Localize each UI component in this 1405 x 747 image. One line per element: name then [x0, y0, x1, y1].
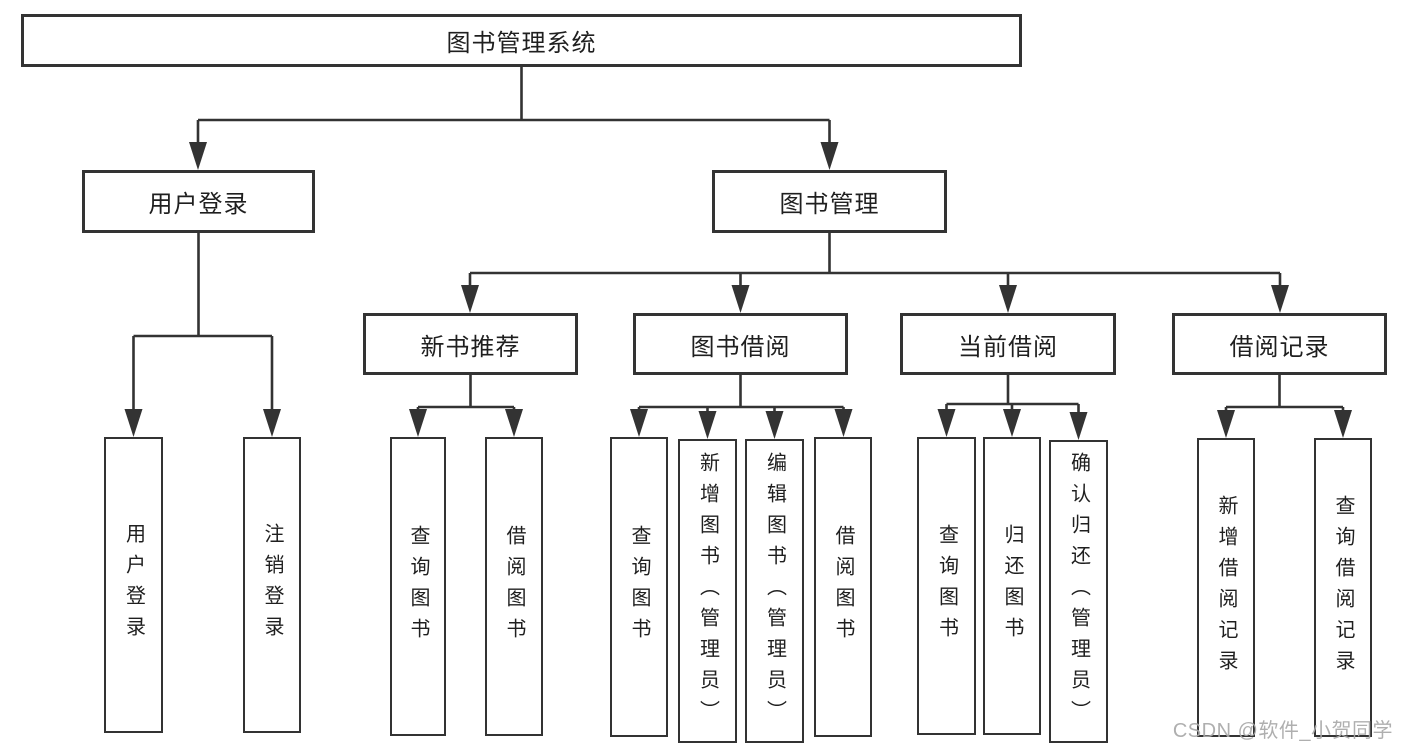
- leaf-borrow-books-2-label: 借阅图书: [832, 525, 854, 649]
- node-user-login: 用户登录: [82, 170, 315, 233]
- arrow-icon: [1003, 409, 1021, 437]
- arrow-icon: [731, 285, 750, 313]
- arrow-icon: [189, 142, 207, 170]
- node-book-management-label: 图书管理: [779, 191, 880, 218]
- leaf-logout-label: 注销登录: [261, 523, 283, 647]
- leaf-query-books-3-label: 查询图书: [935, 524, 958, 648]
- node-current-borrow-label: 当前借阅: [958, 333, 1058, 361]
- node-current-borrow: 当前借阅: [900, 313, 1116, 375]
- leaf-query-borrow-record: 查询借阅记录: [1314, 438, 1372, 737]
- arrow-icon: [409, 409, 427, 437]
- leaf-confirm-return-admin-label: 确认归还（管理员）: [1067, 452, 1090, 731]
- leaf-query-books-1: 查询图书: [390, 437, 446, 736]
- node-root-label: 图书管理系统: [446, 30, 597, 57]
- arrow-icon: [124, 409, 143, 437]
- arrow-icon: [820, 142, 839, 170]
- leaf-borrow-books-1: 借阅图书: [485, 437, 543, 736]
- leaf-query-borrow-record-label: 查询借阅记录: [1332, 494, 1354, 681]
- node-book-management: 图书管理: [712, 170, 947, 233]
- leaf-return-books: 归还图书: [983, 437, 1041, 735]
- node-borrow-records: 借阅记录: [1172, 313, 1387, 375]
- node-book-borrow: 图书借阅: [633, 313, 848, 375]
- connector-paths: [132, 67, 1345, 415]
- leaf-edit-books-admin-label: 编辑图书（管理员）: [763, 451, 786, 731]
- arrow-icon: [1217, 410, 1235, 438]
- leaf-edit-books-admin: 编辑图书（管理员）: [745, 439, 804, 743]
- leaf-user-login: 用户登录: [104, 437, 163, 733]
- leaf-add-borrow-record-label: 新增借阅记录: [1215, 494, 1237, 681]
- node-user-login-label: 用户登录: [148, 191, 249, 218]
- arrow-icon: [937, 409, 956, 437]
- leaf-borrow-books-1-label: 借阅图书: [503, 524, 525, 649]
- node-root: 图书管理系统: [21, 14, 1022, 67]
- leaf-add-borrow-record: 新增借阅记录: [1197, 438, 1255, 737]
- arrow-icon: [461, 285, 479, 313]
- arrow-icon: [630, 409, 648, 437]
- arrow-icon: [1334, 410, 1352, 438]
- arrow-icon: [263, 409, 281, 437]
- arrow-icon: [999, 285, 1017, 313]
- node-book-borrow-label: 图书借阅: [690, 333, 791, 361]
- leaf-query-books-1-label: 查询图书: [407, 524, 429, 649]
- arrow-icon: [765, 411, 784, 439]
- watermark: CSDN @软件_小贺同学: [1172, 720, 1393, 742]
- leaf-add-books-admin-label: 新增图书（管理员）: [696, 451, 719, 731]
- leaf-return-books-label: 归还图书: [1001, 524, 1023, 648]
- node-new-book-recommend: 新书推荐: [363, 313, 578, 375]
- leaf-query-books-3: 查询图书: [917, 437, 976, 735]
- arrow-icon: [698, 411, 717, 439]
- leaf-add-books-admin: 新增图书（管理员）: [678, 439, 737, 743]
- node-new-book-recommend-label: 新书推荐: [420, 333, 521, 361]
- leaf-logout: 注销登录: [243, 437, 301, 733]
- arrow-icon: [1271, 285, 1289, 313]
- arrow-icon: [1069, 412, 1088, 440]
- leaf-confirm-return-admin: 确认归还（管理员）: [1049, 440, 1108, 743]
- arrow-icon: [505, 409, 523, 437]
- leaf-user-login-label: 用户登录: [122, 523, 145, 647]
- leaf-query-books-2: 查询图书: [610, 437, 668, 737]
- leaf-query-books-2-label: 查询图书: [628, 525, 650, 649]
- node-borrow-records-label: 借阅记录: [1229, 333, 1330, 361]
- leaf-borrow-books-2: 借阅图书: [814, 437, 872, 737]
- arrow-icon: [834, 409, 853, 437]
- arrowheads: [124, 142, 1352, 440]
